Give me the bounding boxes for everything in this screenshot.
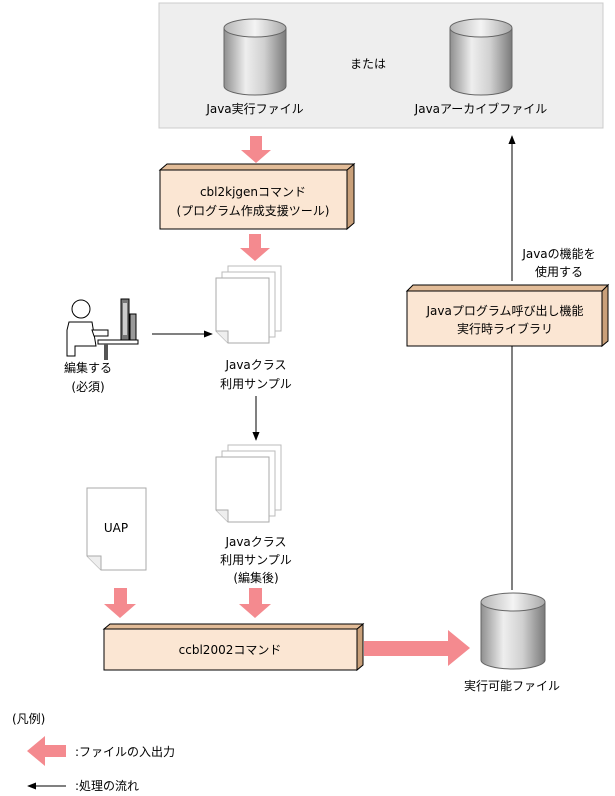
- java-runtime-label: Javaプログラム呼び出し機能: [426, 303, 584, 318]
- java-exec-file-label: Java実行ファイル: [205, 101, 303, 116]
- file-io-arrow: [239, 588, 271, 618]
- ccbl2002-command-box: [102, 622, 365, 672]
- use-java-sub-label: 使用する: [535, 264, 583, 279]
- java-class-sample-label: Javaクラス: [224, 358, 286, 372]
- legend-file-io-label: :ファイルの入出力: [75, 745, 175, 759]
- java-class-sample-edited-docs: [215, 444, 282, 523]
- cbl2kjgen-sub-label: (プログラム作成支援ツール): [176, 204, 329, 218]
- uap-label: UAP: [104, 521, 128, 535]
- exec-file-label: 実行可能ファイル: [464, 678, 560, 693]
- java-runtime-library-box: [405, 283, 610, 348]
- java-archive-file-label: Javaアーカイブファイル: [414, 101, 548, 116]
- exec-file-cylinder: [480, 592, 546, 670]
- java-class-sample-edited-label: Javaクラス: [224, 535, 286, 549]
- edited-note-label: (編集後): [233, 570, 278, 585]
- cbl2kjgen-label: cbl2kjgenコマンド: [200, 185, 306, 199]
- or-label: または: [350, 57, 386, 71]
- edit-label: 編集する: [64, 360, 112, 375]
- file-io-arrow: [364, 630, 470, 666]
- file-io-arrow: [240, 234, 270, 261]
- user-at-computer-icon: [66, 298, 139, 360]
- ccbl2002-label: ccbl2002コマンド: [179, 643, 282, 657]
- legend-process-flow-label: :処理の流れ: [75, 779, 139, 793]
- file-io-arrow: [241, 136, 271, 163]
- use-java-label: Javaの機能を: [521, 246, 595, 261]
- java-exec-file-cylinder: [223, 18, 287, 96]
- edit-required-label: (必須): [71, 380, 104, 394]
- java-runtime-sub-label: 実行時ライブラリ: [457, 321, 553, 336]
- java-class-sample-edited-sub-label: 利用サンプル: [220, 553, 292, 567]
- file-io-arrow: [104, 588, 136, 618]
- java-class-sample-sub-label: 利用サンプル: [220, 377, 292, 391]
- legend-file-io-arrow-icon: [27, 736, 66, 766]
- legend-title: (凡例): [12, 712, 45, 726]
- uap-document: [86, 487, 147, 571]
- cbl2kjgen-command-box: [158, 162, 356, 231]
- java-archive-file-cylinder: [449, 18, 513, 96]
- java-class-sample-docs: [215, 265, 282, 344]
